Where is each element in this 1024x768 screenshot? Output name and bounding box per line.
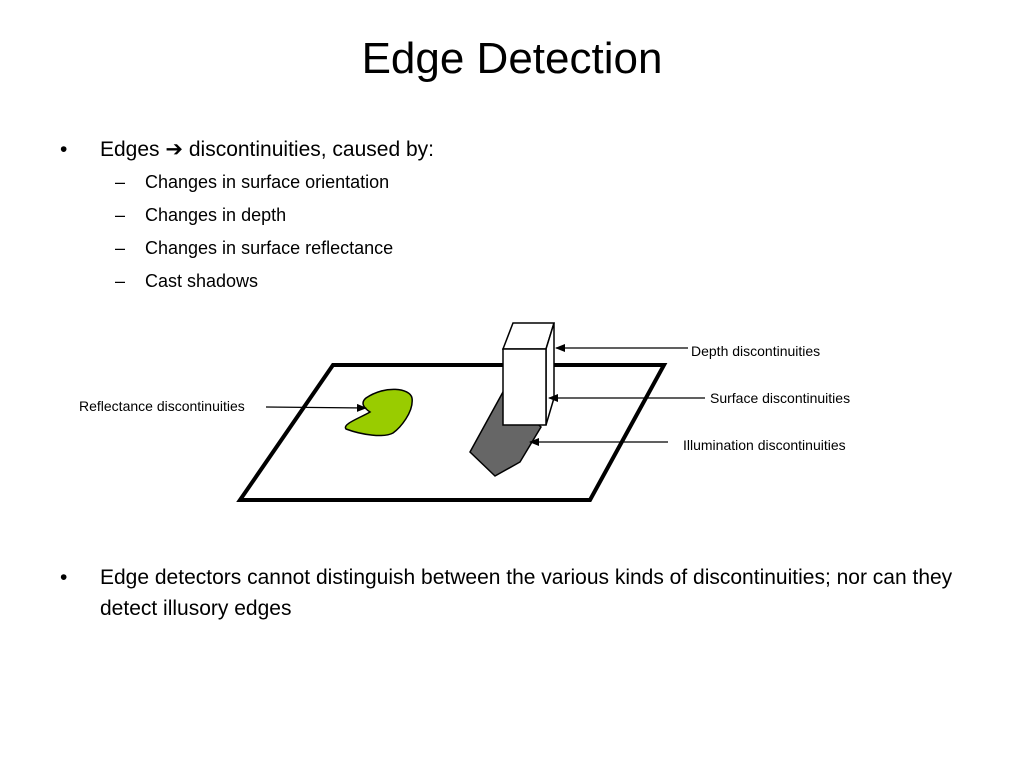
sub-bullet-marker: –: [115, 238, 126, 258]
box-front-face: [502, 348, 547, 426]
bullet-text: Edges ➔ discontinuities, caused by:: [100, 134, 434, 165]
label-surface-discontinuities: Surface discontinuities: [710, 390, 850, 406]
sub-bullet-text: Changes in surface reflectance: [145, 238, 394, 258]
sub-bullet-marker: –: [115, 172, 126, 192]
sub-bullet-text: Cast shadows: [145, 271, 259, 291]
sub-bullet-marker: –: [115, 205, 126, 225]
box-top-face: [501, 322, 556, 350]
label-depth-discontinuities: Depth discontinuities: [691, 343, 820, 359]
right-arrow-icon: ➔: [165, 138, 183, 161]
label-illumination-discontinuities: Illumination discontinuities: [683, 437, 846, 453]
reflectance-patch: [344, 388, 413, 437]
bullet-text-after: discontinuities, caused by:: [188, 138, 434, 161]
sub-bullet-text: Changes in depth: [145, 205, 287, 225]
bullet-text: Edge detectors cannot distinguish betwee…: [100, 566, 953, 620]
bullet-marker: •: [60, 138, 68, 161]
ground-plane: [236, 363, 668, 502]
slide-title: Edge Detection: [361, 34, 663, 83]
sub-bullet-text: Changes in surface orientation: [145, 172, 390, 192]
label-reflectance-discontinuities: Reflectance discontinuities: [79, 398, 245, 414]
callout-arrow-reflectance: [265, 403, 367, 412]
bullet-marker: •: [60, 566, 68, 589]
sub-bullet-marker: –: [115, 271, 126, 291]
bullet-text-before: Edges: [100, 138, 160, 161]
